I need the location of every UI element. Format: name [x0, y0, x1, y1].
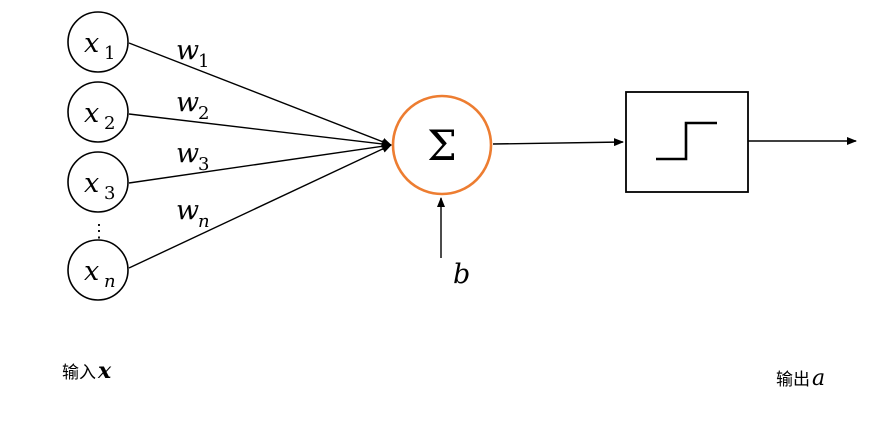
- ellipsis: ⋮: [90, 221, 108, 242]
- weight-symbol: w: [176, 195, 199, 226]
- sum-node: Σ: [391, 94, 493, 196]
- step-activation-box: [625, 91, 749, 193]
- sum-node-circle: [391, 94, 493, 196]
- output-caption-text: 输出: [776, 370, 810, 390]
- input-caption-text: 输入: [62, 363, 96, 383]
- output-caption-symbol: a: [812, 366, 825, 391]
- input-caption: 输入 x: [62, 358, 112, 384]
- input-node-x2: x 2: [67, 81, 129, 143]
- input-caption-symbol: x: [97, 358, 112, 384]
- weight-index: n: [198, 211, 210, 232]
- sum-symbol: Σ: [427, 121, 457, 170]
- input-index: n: [104, 271, 116, 292]
- input-symbol: x: [84, 28, 99, 59]
- weight-symbol: w: [176, 138, 199, 169]
- weight-label-w2: w 2: [176, 87, 209, 124]
- input-node-x1: x 1: [67, 11, 129, 73]
- input-symbol: x: [84, 168, 99, 199]
- input-symbol: x: [84, 98, 99, 129]
- input-index: 2: [104, 113, 115, 134]
- weight-label-w3: w 3: [176, 138, 209, 175]
- weight-index: 2: [198, 103, 209, 124]
- weight-symbol: w: [176, 35, 199, 66]
- weight-label-wn: w n: [176, 195, 210, 232]
- edge-xn-sum: [128, 144, 392, 269]
- input-index: 3: [104, 183, 115, 204]
- step-function-icon: [656, 121, 717, 161]
- weight-symbol: w: [176, 87, 199, 118]
- edge-x2-sum: [128, 113, 392, 148]
- output-caption: 输出 a: [776, 366, 825, 391]
- weight-label-w1: w 1: [176, 35, 209, 72]
- input-node-xn: x n: [67, 239, 129, 301]
- edge-x1-sum: [128, 42, 392, 146]
- weight-index: 3: [198, 154, 209, 175]
- input-index: 1: [104, 43, 115, 64]
- input-symbol: x: [84, 256, 99, 287]
- edge-x3-sum: [128, 142, 392, 184]
- bias-label: b: [453, 259, 470, 290]
- weight-index: 1: [198, 51, 209, 72]
- edge-sum-activation: [492, 138, 624, 147]
- input-node-x3: x 3: [67, 151, 129, 213]
